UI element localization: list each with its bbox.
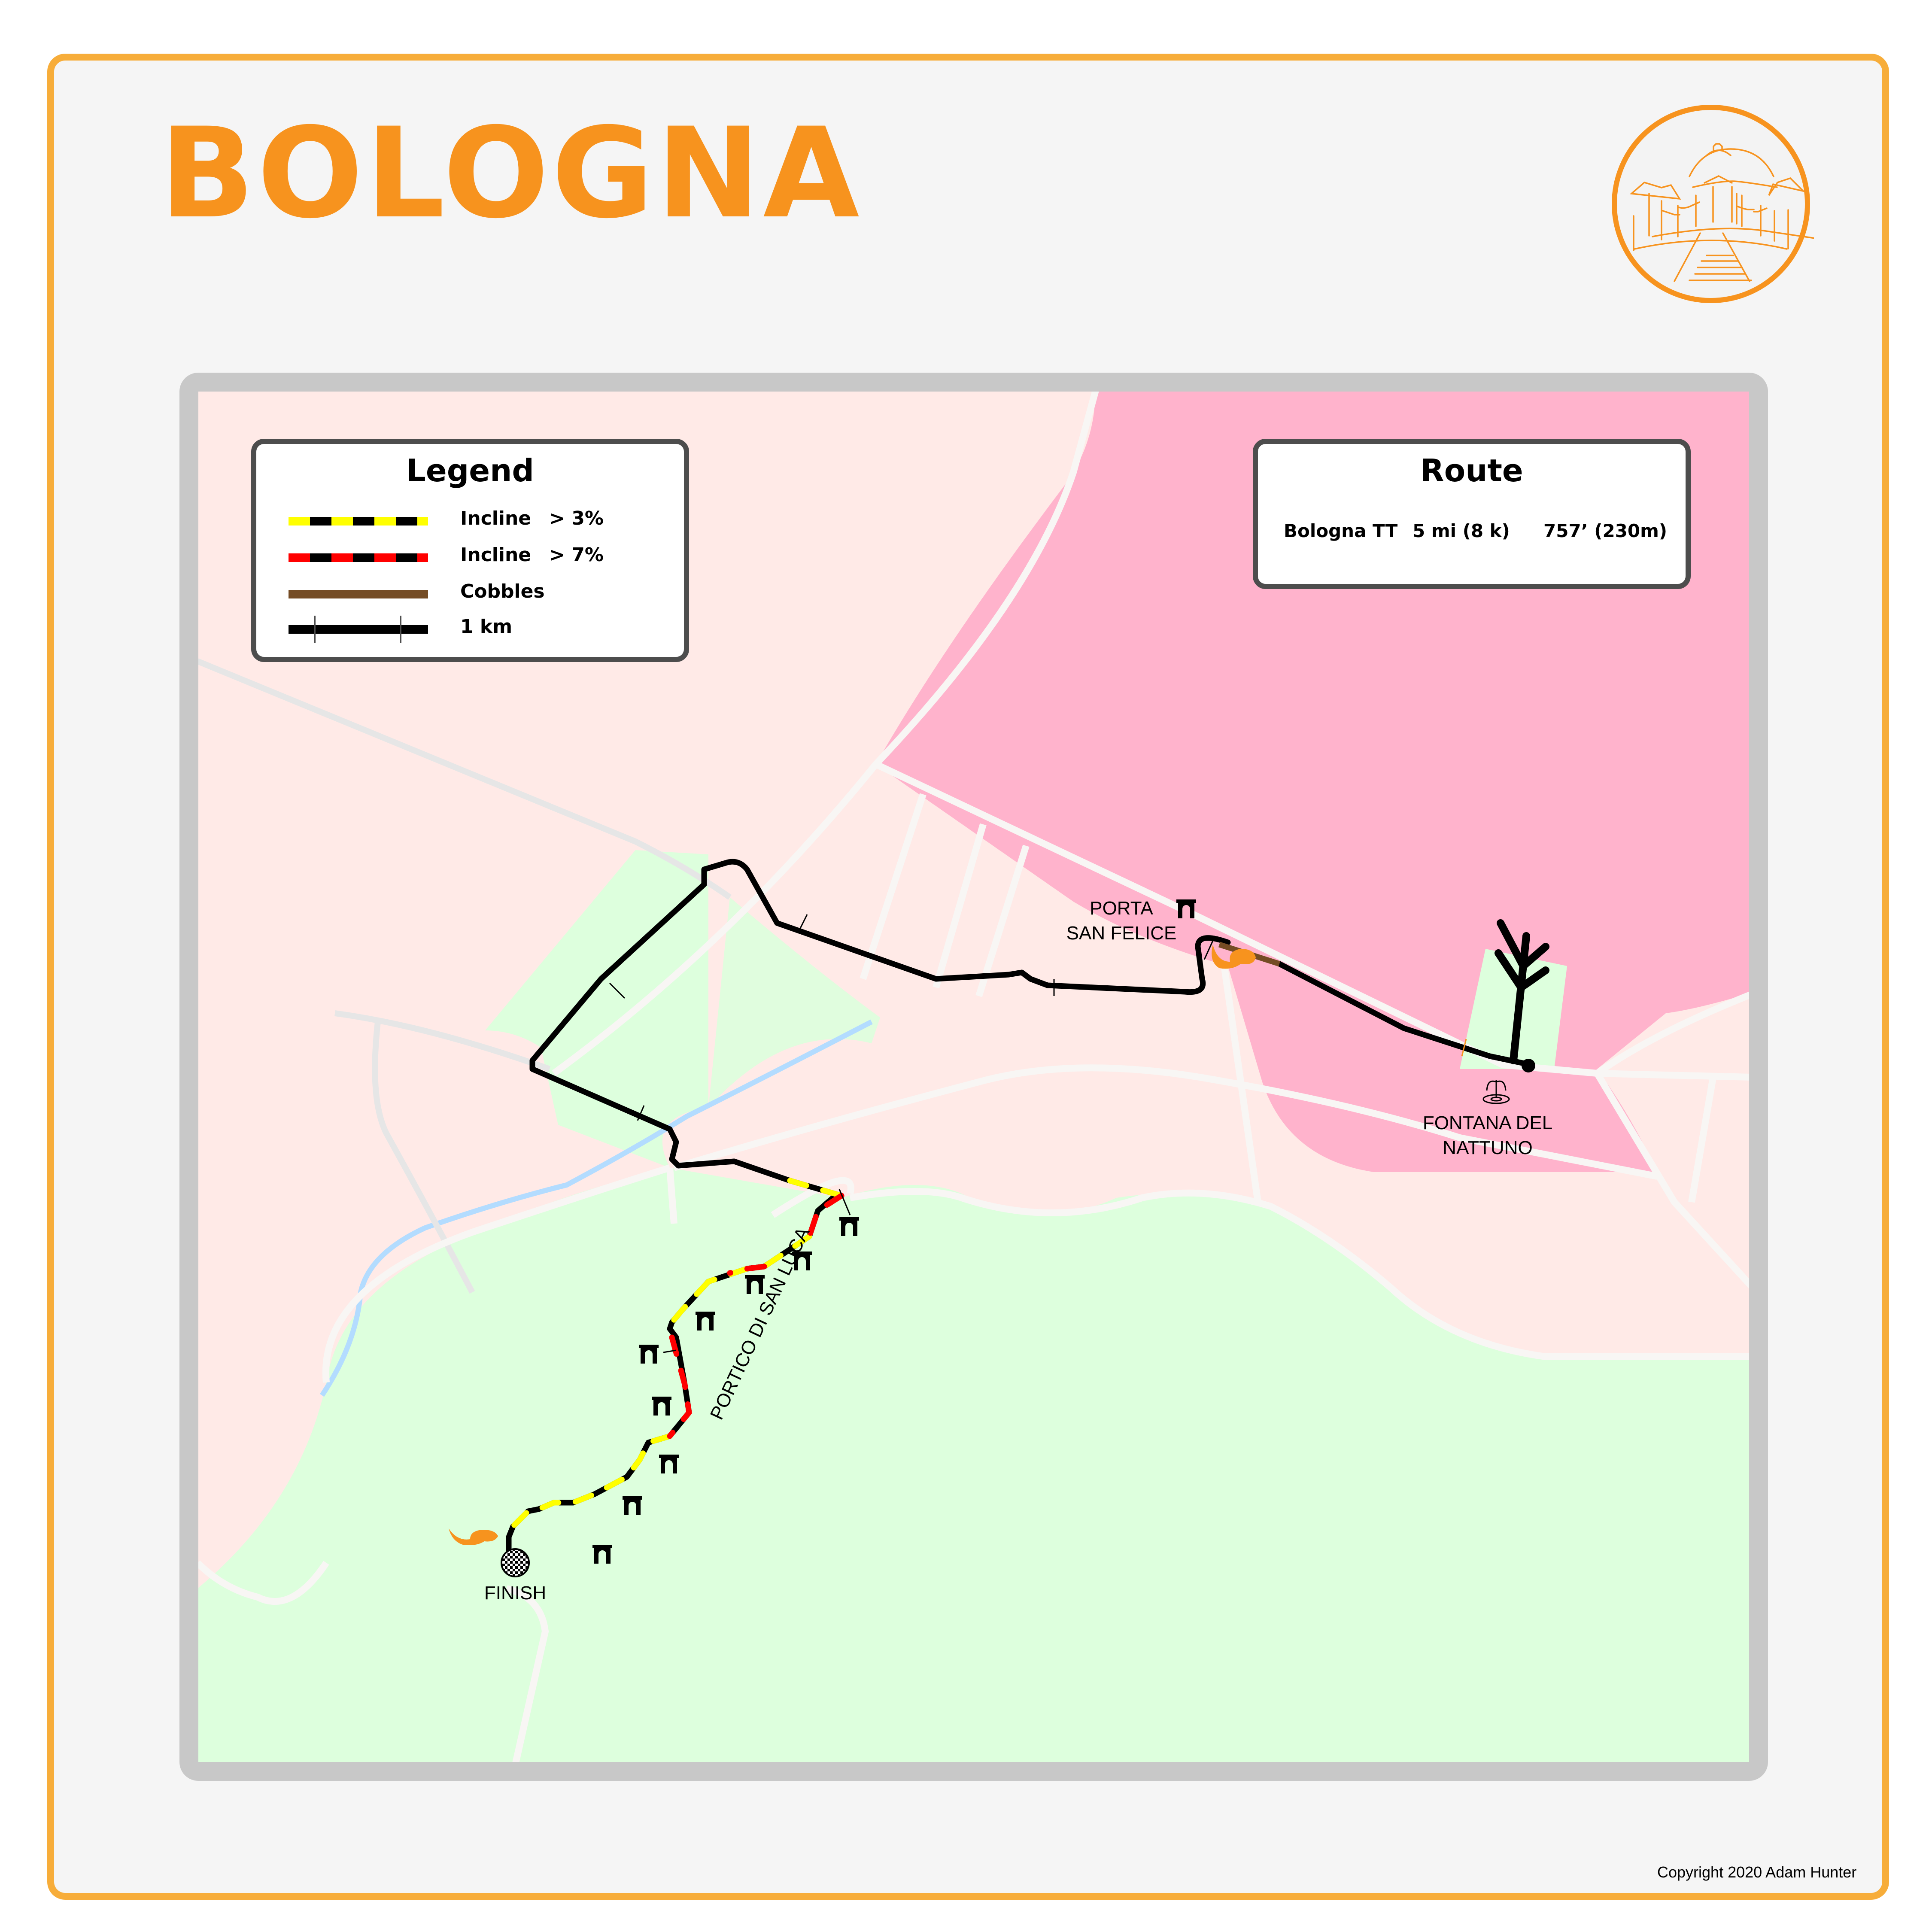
legend-item-incline-7: [289, 545, 428, 571]
route-title: Route: [1420, 453, 1523, 489]
legend-value: > 3%: [549, 507, 604, 529]
incline-7-segments: [667, 1193, 844, 1439]
fountain-icon: [1482, 1080, 1510, 1104]
legend-label: Incline: [460, 507, 532, 529]
start-point-icon: [1522, 1059, 1535, 1072]
san-luca-emblem-icon: [1612, 105, 1814, 303]
legend-item-cobbles: [289, 581, 428, 607]
route-distance: 5 mi (8 k): [1413, 520, 1510, 541]
squirrel-icons: [449, 945, 1256, 1545]
giardino-area: [1460, 949, 1567, 1069]
legend-item-km: [289, 616, 428, 643]
porta-label-2: SAN FELICE: [1066, 923, 1177, 944]
route-elevation: 757’ (230m): [1543, 520, 1668, 541]
copyright-text: Copyright 2020 Adam Hunter: [1657, 1863, 1857, 1881]
legend-label: Incline: [460, 544, 532, 566]
legend-value: > 7%: [549, 544, 604, 566]
incline-3-segments: [506, 1178, 844, 1540]
tree-icon: [1495, 919, 1549, 1064]
park-area: [485, 850, 708, 1168]
checkered-flag-icon: [501, 1548, 530, 1577]
fontana-label-1: FONTANA DEL: [1423, 1112, 1552, 1133]
km-scale-swatch-icon: [289, 616, 428, 643]
route-name: Bologna TT: [1284, 520, 1398, 541]
km-markers: [609, 914, 1216, 1353]
fontana-label-2: NATTUNO: [1443, 1137, 1532, 1158]
legend-label: 1 km: [460, 616, 513, 638]
legend-item-incline-3: [289, 508, 428, 534]
red-dash-swatch-icon: [289, 553, 428, 562]
san-luca-hills-park: [198, 1168, 1749, 1762]
legend-title: Legend: [406, 453, 534, 489]
legend-panel: Legend Incline > 3% Incline > 7% Cobbles 1…: [251, 439, 689, 662]
yellow-dash-swatch-icon: [289, 517, 428, 526]
porta-label-1: PORTA: [1090, 898, 1153, 919]
brown-line-swatch-icon: [289, 590, 428, 598]
finish-label: FINISH: [484, 1583, 546, 1604]
legend-label: Cobbles: [460, 580, 545, 602]
arch-icons: [592, 899, 1196, 1564]
route-panel: Route Bologna TT 5 mi (8 k) 757’ (230m): [1253, 439, 1691, 589]
page-title: BOLOGNA: [160, 101, 862, 246]
